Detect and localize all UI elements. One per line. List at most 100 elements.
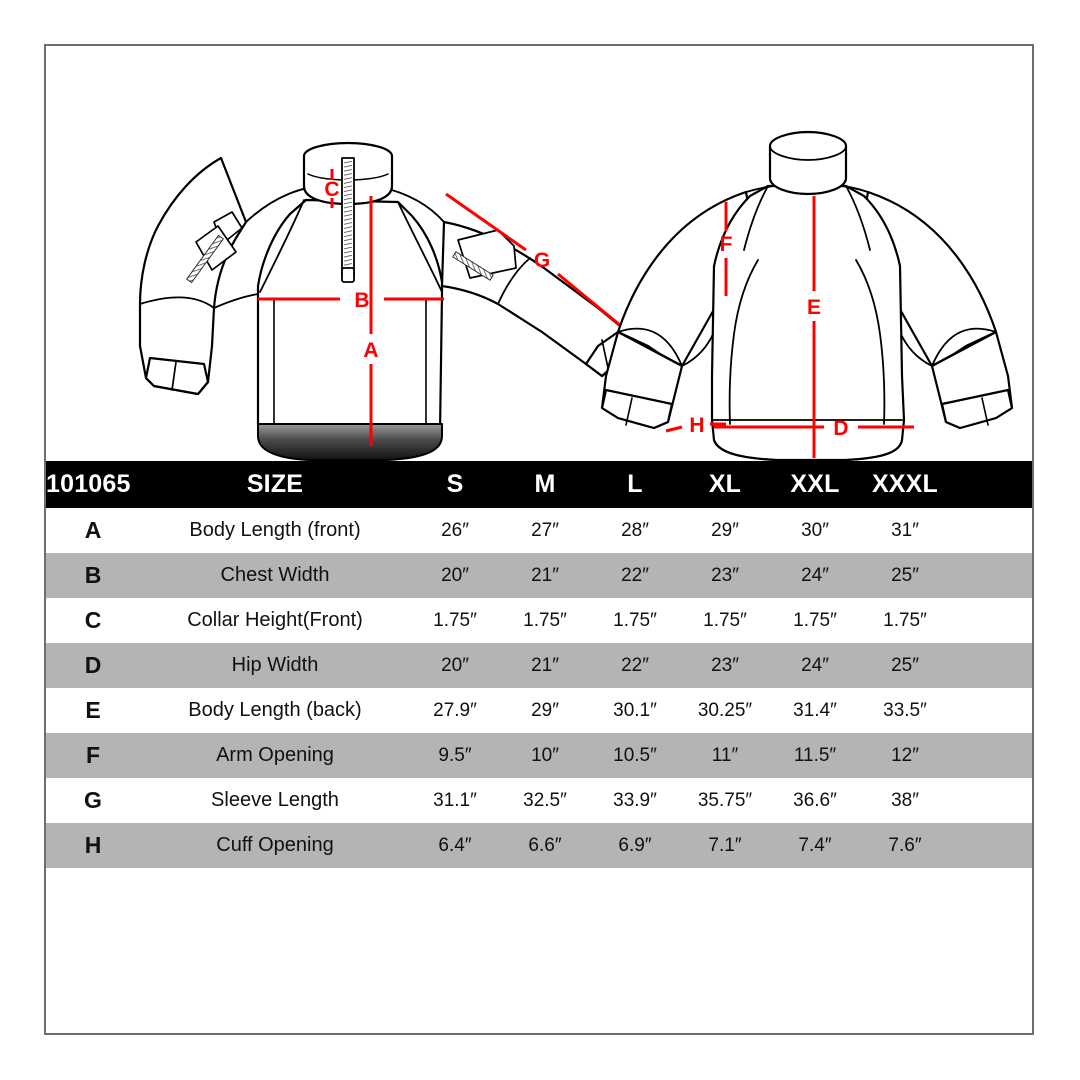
row-key: C: [84, 607, 102, 633]
table-row: B Chest Width 20″ 21″ 22″ 23″ 24″ 25″: [46, 553, 1032, 598]
row-value-xl: 30.25″: [697, 699, 753, 721]
row-value-xxxl: 25″: [891, 654, 919, 676]
row-value-s: 26″: [441, 519, 469, 541]
row-spacer: [950, 508, 1032, 553]
back-measure-annotations: [665, 196, 914, 458]
row-key: D: [84, 652, 102, 678]
row-value-s: 9.5″: [438, 744, 472, 766]
callout-label-b: B: [354, 289, 369, 312]
front-measure-annotations: [258, 169, 639, 446]
row-label: Collar Height(Front): [187, 609, 363, 631]
jacket-back-view: [600, 130, 1014, 461]
row-value-xxxl: 31″: [891, 519, 919, 541]
callout-label-d: D: [833, 417, 848, 440]
row-value-xl: 11″: [711, 744, 739, 766]
row-value-l: 22″: [621, 654, 649, 676]
row-value-xxl: 24″: [801, 654, 829, 676]
row-value-xxl: 30″: [801, 519, 829, 541]
size-header-l: L: [627, 470, 643, 498]
row-value-l: 33.9″: [613, 789, 657, 811]
row-spacer: [950, 778, 1032, 823]
callout-label-h: H: [689, 414, 704, 437]
row-value-xl: 35.75″: [697, 789, 753, 811]
row-value-xxl: 24″: [801, 564, 829, 586]
table-row: G Sleeve Length 31.1″ 32.5″ 33.9″ 35.75″…: [46, 778, 1032, 823]
callout-label-g: G: [534, 249, 550, 272]
row-value-m: 6.6″: [528, 834, 562, 856]
row-label: Chest Width: [220, 564, 330, 586]
measure-line-h: [665, 425, 683, 433]
garment-illustrations: A B C G: [46, 46, 1032, 461]
row-key: G: [84, 787, 102, 813]
row-value-m: 32.5″: [523, 789, 567, 811]
row-spacer: [950, 733, 1032, 778]
callout-label-a: A: [363, 339, 378, 362]
row-value-l: 6.9″: [618, 834, 652, 856]
callout-label-e: E: [807, 296, 821, 319]
size-header-s: S: [446, 470, 464, 498]
row-value-s: 27.9″: [433, 699, 477, 721]
row-value-l: 10.5″: [613, 744, 657, 766]
jacket-front-view: [138, 141, 634, 461]
row-value-l: 30.1″: [613, 699, 657, 721]
row-value-m: 21″: [531, 654, 559, 676]
callout-label-f: F: [720, 233, 733, 256]
row-value-xxl: 31.4″: [793, 699, 837, 721]
row-value-m: 21″: [531, 564, 559, 586]
row-spacer: [950, 553, 1032, 598]
table-row: E Body Length (back) 27.9″ 29″ 30.1″ 30.…: [46, 688, 1032, 733]
row-value-l: 28″: [621, 519, 649, 541]
row-value-l: 22″: [621, 564, 649, 586]
table-row: D Hip Width 20″ 21″ 22″ 23″ 24″ 25″: [46, 643, 1032, 688]
row-value-xl: 23″: [711, 654, 739, 676]
row-value-m: 29″: [531, 699, 559, 721]
row-value-s: 1.75″: [433, 609, 477, 631]
row-value-s: 20″: [441, 654, 469, 676]
row-value-m: 1.75″: [523, 609, 567, 631]
size-header-xl: XL: [708, 470, 742, 498]
row-value-xxl: 36.6″: [793, 789, 837, 811]
row-value-xxxl: 7.6″: [888, 834, 922, 856]
row-label: Arm Opening: [216, 744, 334, 766]
style-number: 101065: [46, 470, 131, 498]
size-header-m: M: [534, 470, 556, 498]
measure-line-g: [445, 192, 527, 252]
table-row: C Collar Height(Front) 1.75″ 1.75″ 1.75″…: [46, 598, 1032, 643]
row-key: H: [84, 832, 102, 858]
row-value-xl: 1.75″: [703, 609, 747, 631]
row-label: Hip Width: [231, 654, 319, 676]
row-value-s: 20″: [441, 564, 469, 586]
table-header-row: 101065 SIZE S M L XL XXL XXXL: [46, 461, 1032, 508]
table-row: H Cuff Opening 6.4″ 6.6″ 6.9″ 7.1″ 7.4″ …: [46, 823, 1032, 868]
table-row: F Arm Opening 9.5″ 10″ 10.5″ 11″ 11.5″ 1…: [46, 733, 1032, 778]
chart-frame: A B C G: [44, 44, 1034, 1035]
row-value-xl: 23″: [711, 564, 739, 586]
row-key: E: [85, 697, 101, 723]
size-header-xxl: XXL: [790, 470, 840, 498]
row-value-l: 1.75″: [613, 609, 657, 631]
back-measure-labels: E F D H: [689, 233, 848, 440]
row-value-xxxl: 1.75″: [883, 609, 927, 631]
row-value-xl: 29″: [711, 519, 739, 541]
row-label: Cuff Opening: [216, 834, 334, 856]
row-spacer: [950, 688, 1032, 733]
row-label: Body Length (front): [189, 519, 361, 541]
size-column-header: SIZE: [246, 470, 304, 498]
header-spacer: [950, 461, 1032, 508]
row-key: A: [84, 517, 102, 543]
row-key: B: [84, 562, 102, 588]
row-key: F: [85, 742, 101, 768]
row-value-xxxl: 12″: [891, 744, 919, 766]
row-spacer: [950, 598, 1032, 643]
front-measure-labels: A B C G: [324, 178, 550, 362]
row-value-xxl: 7.4″: [798, 834, 832, 856]
row-spacer: [950, 643, 1032, 688]
row-value-xl: 7.1″: [708, 834, 742, 856]
row-value-xxl: 1.75″: [793, 609, 837, 631]
size-header-xxxl: XXXL: [871, 470, 939, 498]
row-value-m: 10″: [531, 744, 559, 766]
row-value-xxl: 11.5″: [793, 744, 837, 766]
row-value-xxxl: 25″: [891, 564, 919, 586]
row-value-xxxl: 33.5″: [883, 699, 927, 721]
